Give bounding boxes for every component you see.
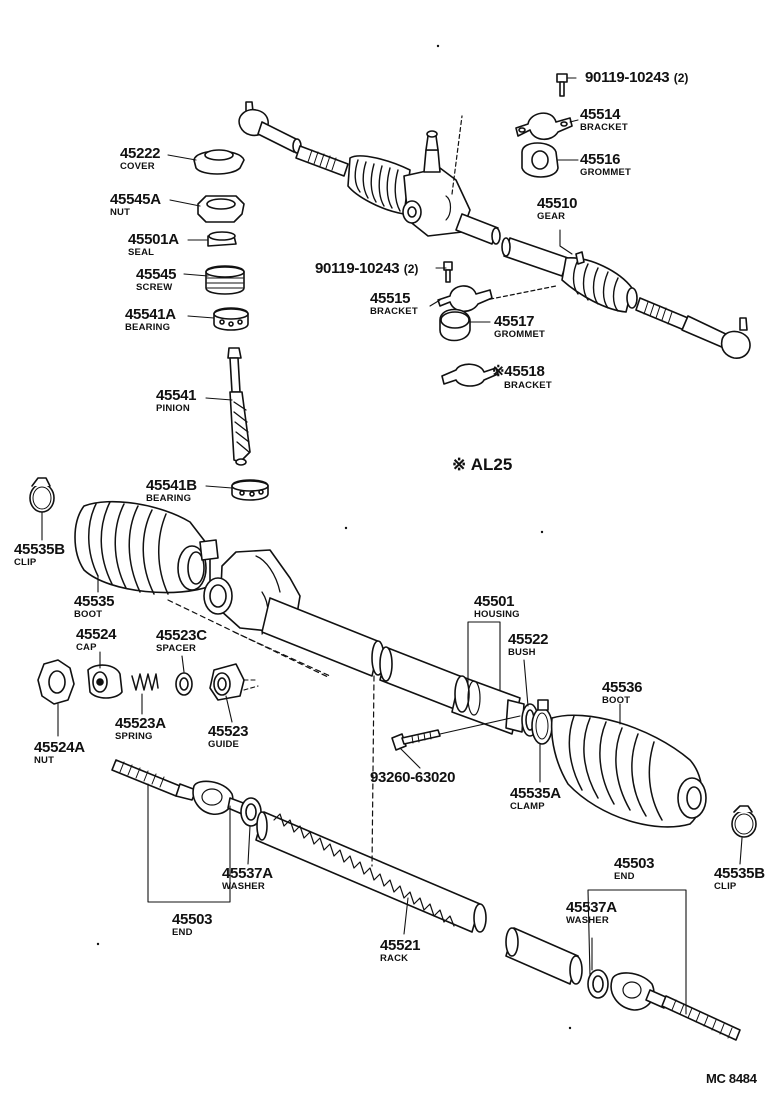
spring-45523A-icon [131, 673, 159, 691]
upper-left-threaded-rod [295, 145, 349, 177]
bracket-45518-icon [441, 363, 499, 387]
label-45516: 45516 GROMMET [580, 151, 632, 178]
housing-45501-tube-left [167, 597, 385, 679]
upper-right-tie-rod-end [635, 297, 751, 359]
nut-45524A-icon [37, 659, 75, 705]
label-45522: 45522 BUSH [508, 631, 549, 658]
bearing-45541B-icon [231, 479, 269, 501]
grommet-45517-icon [439, 308, 471, 342]
housing-45501-tube-right [379, 646, 525, 735]
bracket-45515-icon [437, 285, 493, 313]
label-45222: 45222 COVER [120, 145, 161, 172]
bracket-45514-icon [515, 112, 573, 141]
label-45535: 45535 BOOT [74, 593, 115, 620]
figure-code: MC 8484 [706, 1071, 757, 1086]
grommet-45516-icon [521, 142, 559, 178]
boot-45535-icon [74, 500, 219, 595]
label-45537A-right: 45537A WASHER [566, 899, 617, 926]
label-45524A: 45524A NUT [34, 739, 85, 766]
upper-left-boot [347, 155, 411, 215]
label-45524: 45524 CAP [76, 626, 117, 653]
label-45517: 45517 GROMMET [494, 313, 546, 340]
label-45545: 45545 SCREW [136, 266, 177, 293]
label-93260-63020: 93260-63020 [370, 769, 456, 786]
pinion-leader [451, 115, 463, 195]
clip-45535B-right-icon [731, 805, 757, 838]
upper-left-tie-rod-end [238, 101, 302, 154]
label-45536: 45536 BOOT [602, 679, 643, 706]
variant-note: ※ AL25 [452, 455, 513, 474]
label-45501: 45501 HOUSING [474, 593, 520, 620]
nut-45545A-icon [197, 195, 245, 223]
label-45541A: 45541A BEARING [125, 306, 176, 333]
label-45503-right: 45503 END [614, 855, 655, 882]
label-45514: 45514 BRACKET [580, 106, 628, 133]
label-45537A-left: 45537A WASHER [222, 865, 273, 892]
seal-45501A-icon [207, 231, 237, 247]
label-90119-mid: 90119-10243 (2) [315, 260, 419, 277]
rack-45521-icon [255, 675, 583, 985]
upper-gear-housing [402, 130, 471, 237]
label-45535B-right: 45535B CLIP [714, 865, 765, 892]
bolt-90119-mid-icon [443, 261, 453, 283]
clamp-45535A-icon [531, 699, 553, 745]
tie-rod-end-45503-right-icon [610, 972, 741, 1041]
guide-45523-icon [209, 663, 259, 701]
cover-45222-icon [193, 149, 245, 175]
tie-rod-end-45503-left-icon [111, 759, 247, 816]
upper-rack-tube [455, 213, 569, 277]
boot-45536-icon [550, 714, 707, 828]
label-45521: 45521 RACK [380, 937, 421, 964]
label-45535A: 45535A CLAMP [510, 785, 561, 812]
cap-45524-icon [87, 664, 123, 699]
label-45541B: 45541B BEARING [146, 477, 197, 504]
label-45515: 45515 BRACKET [370, 290, 418, 317]
label-45535B-left: 45535B CLIP [14, 541, 65, 568]
bearing-45541A-icon [213, 307, 249, 331]
print-dots [96, 44, 572, 1030]
bolt-90119-top-icon [556, 73, 568, 97]
label-45523A: 45523A SPRING [115, 715, 166, 742]
washer-45537A-right-icon [587, 969, 609, 999]
label-45503-left: 45503 END [172, 911, 213, 938]
screw-45545-icon [205, 265, 245, 295]
label-90119-top: 90119-10243 (2) [585, 69, 689, 86]
label-45510: 45510 GEAR [537, 195, 578, 222]
upper-right-boot [561, 251, 638, 313]
leader-lines [41, 77, 743, 1015]
label-45523C: 45523C SPACER [156, 627, 207, 654]
pinion-45541-icon [227, 347, 251, 466]
label-45518: ※45518 BRACKET [492, 363, 552, 391]
label-45541: 45541 PINION [156, 387, 197, 414]
label-45501A: 45501A SEAL [128, 231, 179, 258]
label-45545A: 45545A NUT [110, 191, 161, 218]
clip-45535B-left-icon [29, 477, 55, 513]
upper-gear-assembly [238, 101, 751, 359]
label-45523: 45523 GUIDE [208, 723, 249, 750]
spacer-45523C-icon [175, 672, 193, 696]
bolt-93260-63020-icon [391, 715, 521, 751]
